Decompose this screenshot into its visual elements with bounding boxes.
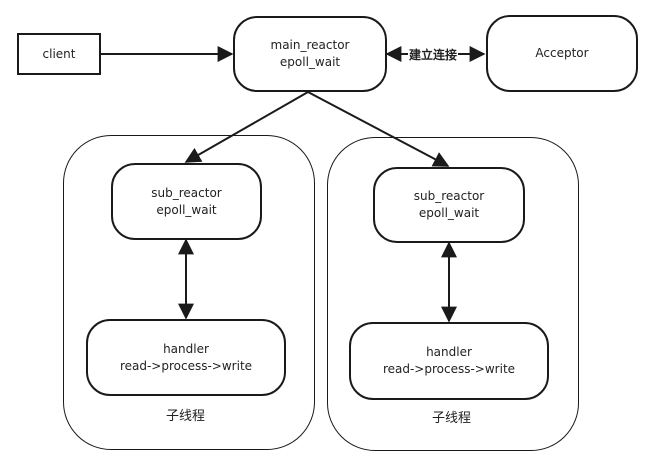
handler-right-label: handler [426,345,472,359]
arrow-main-reactor-to-sub-reactor-left [184,91,309,163]
handler-left-sublabel: read->process->write [119,358,253,373]
client-label: client [42,46,76,61]
thread-group-right-label: 子线程 [432,411,472,426]
main-reactor-node: main_reactor epoll_wait [233,16,387,92]
sub-reactor-left-node: sub_reactor epoll_wait [111,163,262,240]
thread-group-left-label: 子线程 [166,409,206,424]
handler-right-sublabel: read->process->write [382,362,516,376]
handler-left-node: handler read->process->write [86,319,286,396]
acceptor-node: Acceptor [486,15,638,92]
handler-right-node: handler read->process->write [349,322,549,400]
sub-reactor-left-label: sub_reactor [151,185,222,200]
sub-reactor-right-sublabel: epoll_wait [418,206,480,220]
arrow-main-reactor-to-sub-reactor-right [307,91,450,167]
thread-group-left [63,135,315,450]
acceptor-label: Acceptor [535,46,589,60]
sub-reactor-left-sublabel: epoll_wait [156,202,217,217]
sub-reactor-right-label: sub_reactor [413,189,485,203]
thread-group-right [327,137,579,451]
main-reactor-label: main_reactor [270,38,350,52]
main-reactor-sublabel: epoll_wait [279,55,341,69]
sub-reactor-right-node: sub_reactor epoll_wait [373,167,525,243]
client-node: client [17,33,101,75]
edge-label-establish-connection: 建立连接 [408,46,459,63]
handler-left-label: handler [163,341,209,356]
